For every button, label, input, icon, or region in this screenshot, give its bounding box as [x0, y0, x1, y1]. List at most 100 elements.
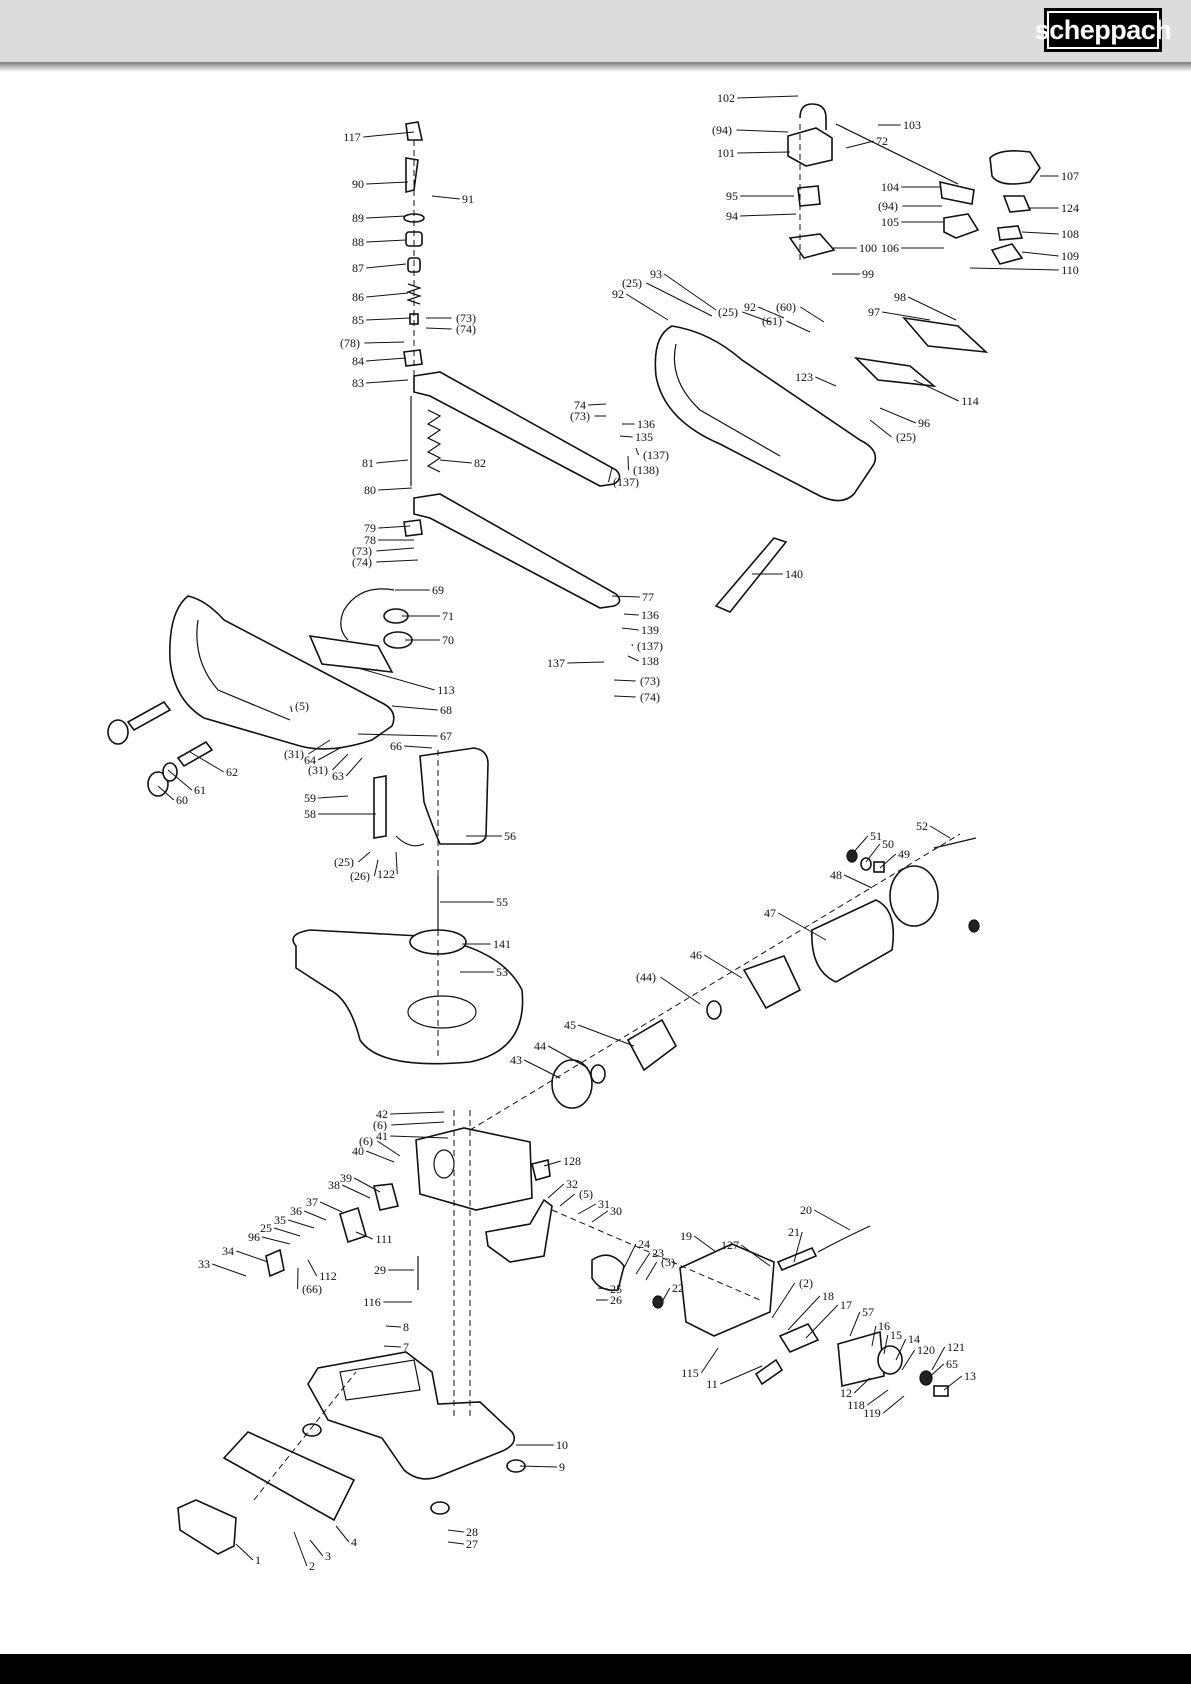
leader-line: [262, 1236, 291, 1245]
leader-line: [663, 273, 717, 311]
callout-127: 7: [383, 1340, 409, 1354]
part-number-label: 8: [403, 1320, 409, 1334]
base-10: [307, 1351, 516, 1480]
leader-line: [577, 1203, 597, 1215]
leader-line: [366, 317, 411, 321]
blade-guard-56: [419, 747, 489, 845]
callout-64: 92: [612, 287, 669, 321]
part-number-label: 87: [352, 261, 364, 275]
callout-155: 9: [519, 1460, 565, 1474]
callout-111: (5): [559, 1187, 593, 1207]
leader-line: [519, 1465, 557, 1468]
leader-line: [787, 1295, 821, 1331]
guard-plate: [997, 225, 1024, 241]
lower-rear-housing: [169, 595, 395, 750]
table-53: [292, 929, 524, 1065]
part-number-label: (2): [799, 1276, 813, 1290]
callout-126: 8: [385, 1320, 409, 1334]
callout-76: (73): [570, 409, 606, 423]
part-number-label: 85: [352, 313, 364, 327]
callout-70: 97: [868, 305, 931, 321]
upper-rear-housing-inner: [673, 343, 781, 457]
part-number-label: 49: [898, 847, 910, 861]
callout-95: 48: [830, 868, 873, 889]
part-number-label: 104: [881, 180, 899, 194]
part-number-label: 74: [574, 398, 586, 412]
part-number-label: 21: [788, 1225, 800, 1239]
callout-50: 104: [881, 180, 940, 194]
callout-16: 79: [364, 521, 411, 535]
part-number-label: 15: [890, 1328, 902, 1342]
page-footer: [0, 1654, 1191, 1684]
part-number-label: 108: [1061, 227, 1079, 241]
callout-82: 140: [752, 567, 803, 581]
leader-line: [645, 1261, 658, 1281]
part-number-label: 31: [598, 1197, 610, 1211]
callout-53: 124: [1030, 201, 1079, 215]
callout-132: 25: [597, 1282, 622, 1296]
callout-17: 78: [364, 533, 414, 547]
leader-line: [661, 1287, 671, 1303]
callout-58: 106: [881, 241, 944, 255]
callout-37: 56: [466, 829, 516, 843]
leader-line: [395, 851, 398, 875]
callout-112: 31: [577, 1197, 610, 1215]
callout-24: 68: [391, 703, 452, 717]
leader-line: [597, 1287, 608, 1290]
leader-line: [355, 1231, 373, 1240]
cable-20: [817, 1225, 871, 1253]
callout-90: (74): [613, 690, 660, 704]
callout-12: 83: [352, 376, 409, 390]
part-number-label: 139: [641, 623, 659, 637]
part-number-label: 46: [690, 948, 702, 962]
part-number-label: 43: [510, 1053, 522, 1067]
part-number-label: 65: [946, 1357, 958, 1371]
leader-line: [625, 293, 669, 321]
leader-line: [895, 1338, 907, 1361]
callout-32: 62: [189, 751, 238, 779]
part-number-label: (25): [896, 430, 916, 444]
leader-line: [849, 1311, 861, 1337]
leader-line: [288, 1219, 315, 1229]
callout-84: 136: [623, 608, 659, 622]
part-number-label: 13: [964, 1369, 976, 1383]
leader-line: [913, 379, 959, 402]
leader-line: [366, 1150, 395, 1163]
leader-line: [613, 679, 636, 682]
callout-10: (78): [340, 336, 405, 350]
part-number-label: (78): [340, 336, 360, 350]
part-number-label: 110: [1061, 263, 1079, 277]
callout-80: (138): [627, 455, 659, 477]
part-number-label: 30: [610, 1204, 622, 1218]
part-number-label: (74): [640, 690, 660, 704]
callout-159: 2: [293, 1531, 315, 1573]
callout-57: 100: [832, 241, 877, 255]
callout-14: 82: [439, 456, 486, 470]
leader-line: [353, 1177, 381, 1193]
callout-59: 109: [1021, 249, 1079, 263]
part-number-label: 115: [681, 1366, 699, 1380]
part-number-label: 92: [744, 300, 756, 314]
leader-line: [304, 1210, 327, 1221]
base-inner: [339, 1359, 421, 1401]
part-number-label: 36: [290, 1204, 302, 1218]
leader-line: [341, 1184, 371, 1199]
callout-28: (31): [284, 739, 331, 761]
leader-line: [385, 1325, 401, 1328]
part-number-label: 94: [726, 209, 738, 223]
knob-121: [919, 1370, 933, 1386]
leader-line: [319, 1201, 343, 1213]
part-number-label: 84: [352, 354, 364, 368]
leader-line: [943, 1375, 963, 1391]
part-number-label: (5): [579, 1187, 593, 1201]
part-number-label: 116: [363, 1295, 381, 1309]
callout-147: 65: [925, 1357, 958, 1381]
leader-line: [843, 874, 873, 889]
plate-34: [265, 1248, 285, 1278]
blower-tube: [835, 123, 959, 185]
part-number-label: 69: [432, 583, 444, 597]
callout-20: 69: [395, 583, 444, 597]
cover-113: [308, 635, 394, 673]
bolt-62: [176, 740, 214, 768]
leader-line: [800, 306, 825, 323]
